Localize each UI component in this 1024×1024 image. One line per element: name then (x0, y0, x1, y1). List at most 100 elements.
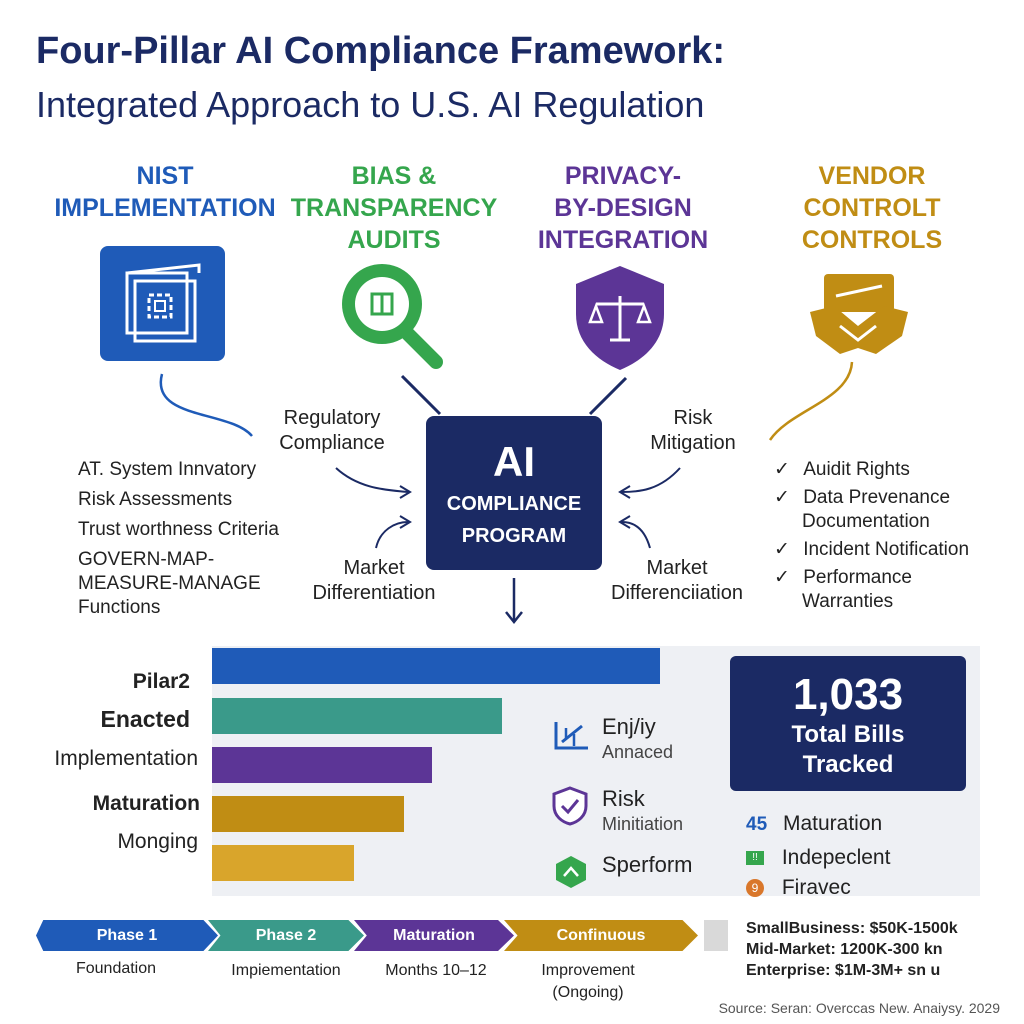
page-subtitle: Integrated Approach to U.S. AI Regulatio… (36, 84, 705, 125)
list-item: ✓ Incident Notification (774, 538, 969, 562)
list-item: Trust worthness Criteria (78, 519, 279, 540)
pillar-title-line: INTEGRATION (537, 226, 709, 254)
hexagon-icon (556, 856, 586, 888)
bar-enacted (212, 698, 502, 734)
pillar-title-line: BY-DESIGN (554, 194, 692, 222)
bar-label-maturation: Maturation (92, 792, 200, 815)
source-note: Source: Seran: Overccas New. Anaiysy. 20… (718, 1000, 1000, 1016)
mid-item-enjiy: Enj/iy Annaced (552, 714, 673, 764)
list-item: Functions (78, 597, 161, 618)
ai-compliance-program-box: AI COMPLIANCE PROGRAM (426, 416, 602, 570)
label-line: Compliance (279, 432, 385, 454)
cost-tier: SmallBusiness: $50K-1500k (746, 920, 958, 937)
label-risk-mitigation: Risk Mitigation (630, 406, 756, 456)
legend-item-maturation: 45 Maturation (746, 812, 882, 836)
pillar-title-line: CONTROLS (801, 226, 943, 254)
pillar-title-vendor: VENDOR CONTROLT CONTROLS (772, 160, 972, 256)
phase-sub-line: Improvement (541, 962, 635, 979)
bar-label-pilar2: Pilar2 (132, 670, 190, 693)
shield-check-icon (552, 786, 588, 826)
bar-implementation (212, 747, 432, 783)
list-item: MEASURE-MANAGE (78, 573, 261, 594)
cost-tier: Enterprise: $1M-3M+ sn u (746, 962, 941, 979)
bar-maturation (212, 796, 404, 832)
pillar-title-line: VENDOR (818, 162, 926, 190)
pillar-title-line: TRANSPARENCY (290, 194, 498, 222)
pillar-title-line: BIAS & (351, 162, 437, 190)
vendor-items-list: ✓ Auidit Rights ✓ Data Prevenance Docume… (774, 458, 969, 614)
phase-2: Phase 2 (208, 920, 364, 951)
list-item-text: Warranties (802, 591, 894, 612)
check-icon: ✓ (774, 459, 790, 480)
mid-item-risk: Risk Minitiation (552, 786, 683, 836)
list-item: GOVERN-MAP- (78, 549, 215, 570)
timeline-tail (704, 920, 728, 951)
phase-continuous: Confinuous (504, 920, 698, 951)
phase-2-sub: Impiementation (231, 962, 341, 979)
label-line: Risk (673, 407, 713, 429)
stat-caption: Tracked (802, 751, 894, 778)
phase-maturation-sub: Months 10–12 (385, 962, 487, 979)
legend-label: Firavec (781, 876, 851, 899)
chart-icon (554, 722, 588, 750)
pillar-title-line: NIST (136, 162, 194, 190)
pillar-title-line: IMPLEMENTATION (54, 194, 276, 222)
mid-item-sub: Minitiation (602, 814, 684, 834)
stat-number: 1,033 (792, 670, 904, 719)
legend-item-indepeclent: !! Indepeclent (746, 846, 890, 870)
label-line: Differenciiation (611, 582, 743, 604)
pillar-title-bias: BIAS & TRANSPARENCY AUDITS (282, 160, 506, 256)
list-item-text: Auidit Rights (803, 459, 910, 480)
phase-1: Phase 1 (36, 920, 218, 951)
check-icon: ✓ (774, 539, 790, 560)
list-item-text: Data Prevenance (803, 487, 951, 508)
list-item-text: Performance (803, 567, 912, 588)
handshake-icon (806, 270, 912, 360)
list-item: AT. System Innvatory (78, 459, 257, 480)
label-market-differentiation-left: Market Differentiation (296, 556, 452, 606)
legend-marker: !! (746, 851, 764, 866)
list-item: ✓ Auidit Rights (774, 458, 969, 482)
label-regulatory-compliance: Regulatory Compliance (262, 406, 402, 456)
check-icon: ✓ (774, 567, 790, 588)
center-line: COMPLIANCE (446, 493, 582, 515)
bar-label-monging: Monging (117, 830, 198, 853)
list-item: ✓ Performance (774, 566, 969, 590)
legend-item-firavec: 9 Firavec (746, 876, 851, 900)
shield-scales-icon (570, 262, 670, 374)
label-line: Market (646, 557, 708, 579)
legend-marker: 9 (746, 879, 764, 898)
bar-label-implementation: Implementation (54, 747, 198, 770)
center-line: PROGRAM (461, 525, 567, 547)
label-line: Market (343, 557, 405, 579)
page-title: Four-Pillar AI Compliance Framework: (36, 30, 726, 72)
total-bills-stat: 1,033 Total Bills Tracked (730, 656, 966, 791)
bar-label-enacted: Enacted (100, 706, 190, 732)
bar-monging (212, 845, 354, 881)
phase-maturation: Maturation (354, 920, 514, 951)
label-line: Regulatory (283, 407, 381, 429)
list-item-text: Incident Notification (803, 539, 970, 560)
mid-item-title: Enj/iy (602, 714, 656, 739)
mid-item-title: Risk (602, 786, 645, 811)
pillar-title-line: PRIVACY- (564, 162, 682, 190)
stat-caption: Total Bills (791, 721, 905, 748)
mid-item-title: Sperform (602, 852, 693, 877)
cost-tiers: SmallBusiness: $50K-1500k Mid-Market: 12… (746, 918, 958, 981)
mid-item-sperform: Sperform (552, 852, 693, 888)
pillar-title-privacy: PRIVACY- BY-DESIGN INTEGRATION (512, 160, 734, 256)
bar-pilar2 (212, 648, 660, 684)
check-icon: ✓ (774, 487, 790, 508)
list-item: ✓ Data Prevenance (774, 486, 969, 510)
pillar-title-line: CONTROLT (803, 194, 941, 222)
label-line: Differentiation (312, 582, 436, 604)
pillar-title-nist: NIST IMPLEMENTATION (40, 160, 290, 224)
mid-item-sub: Annaced (602, 742, 674, 762)
phase-sub-line: (Ongoing) (552, 984, 624, 1001)
list-item-text: Documentation (802, 511, 930, 532)
legend-marker: 45 (746, 814, 768, 835)
legend-label: Maturation (782, 812, 883, 835)
nist-items-list: AT. System Innvatory Risk Assessments Tr… (78, 458, 279, 620)
magnifier-icon (340, 262, 444, 372)
